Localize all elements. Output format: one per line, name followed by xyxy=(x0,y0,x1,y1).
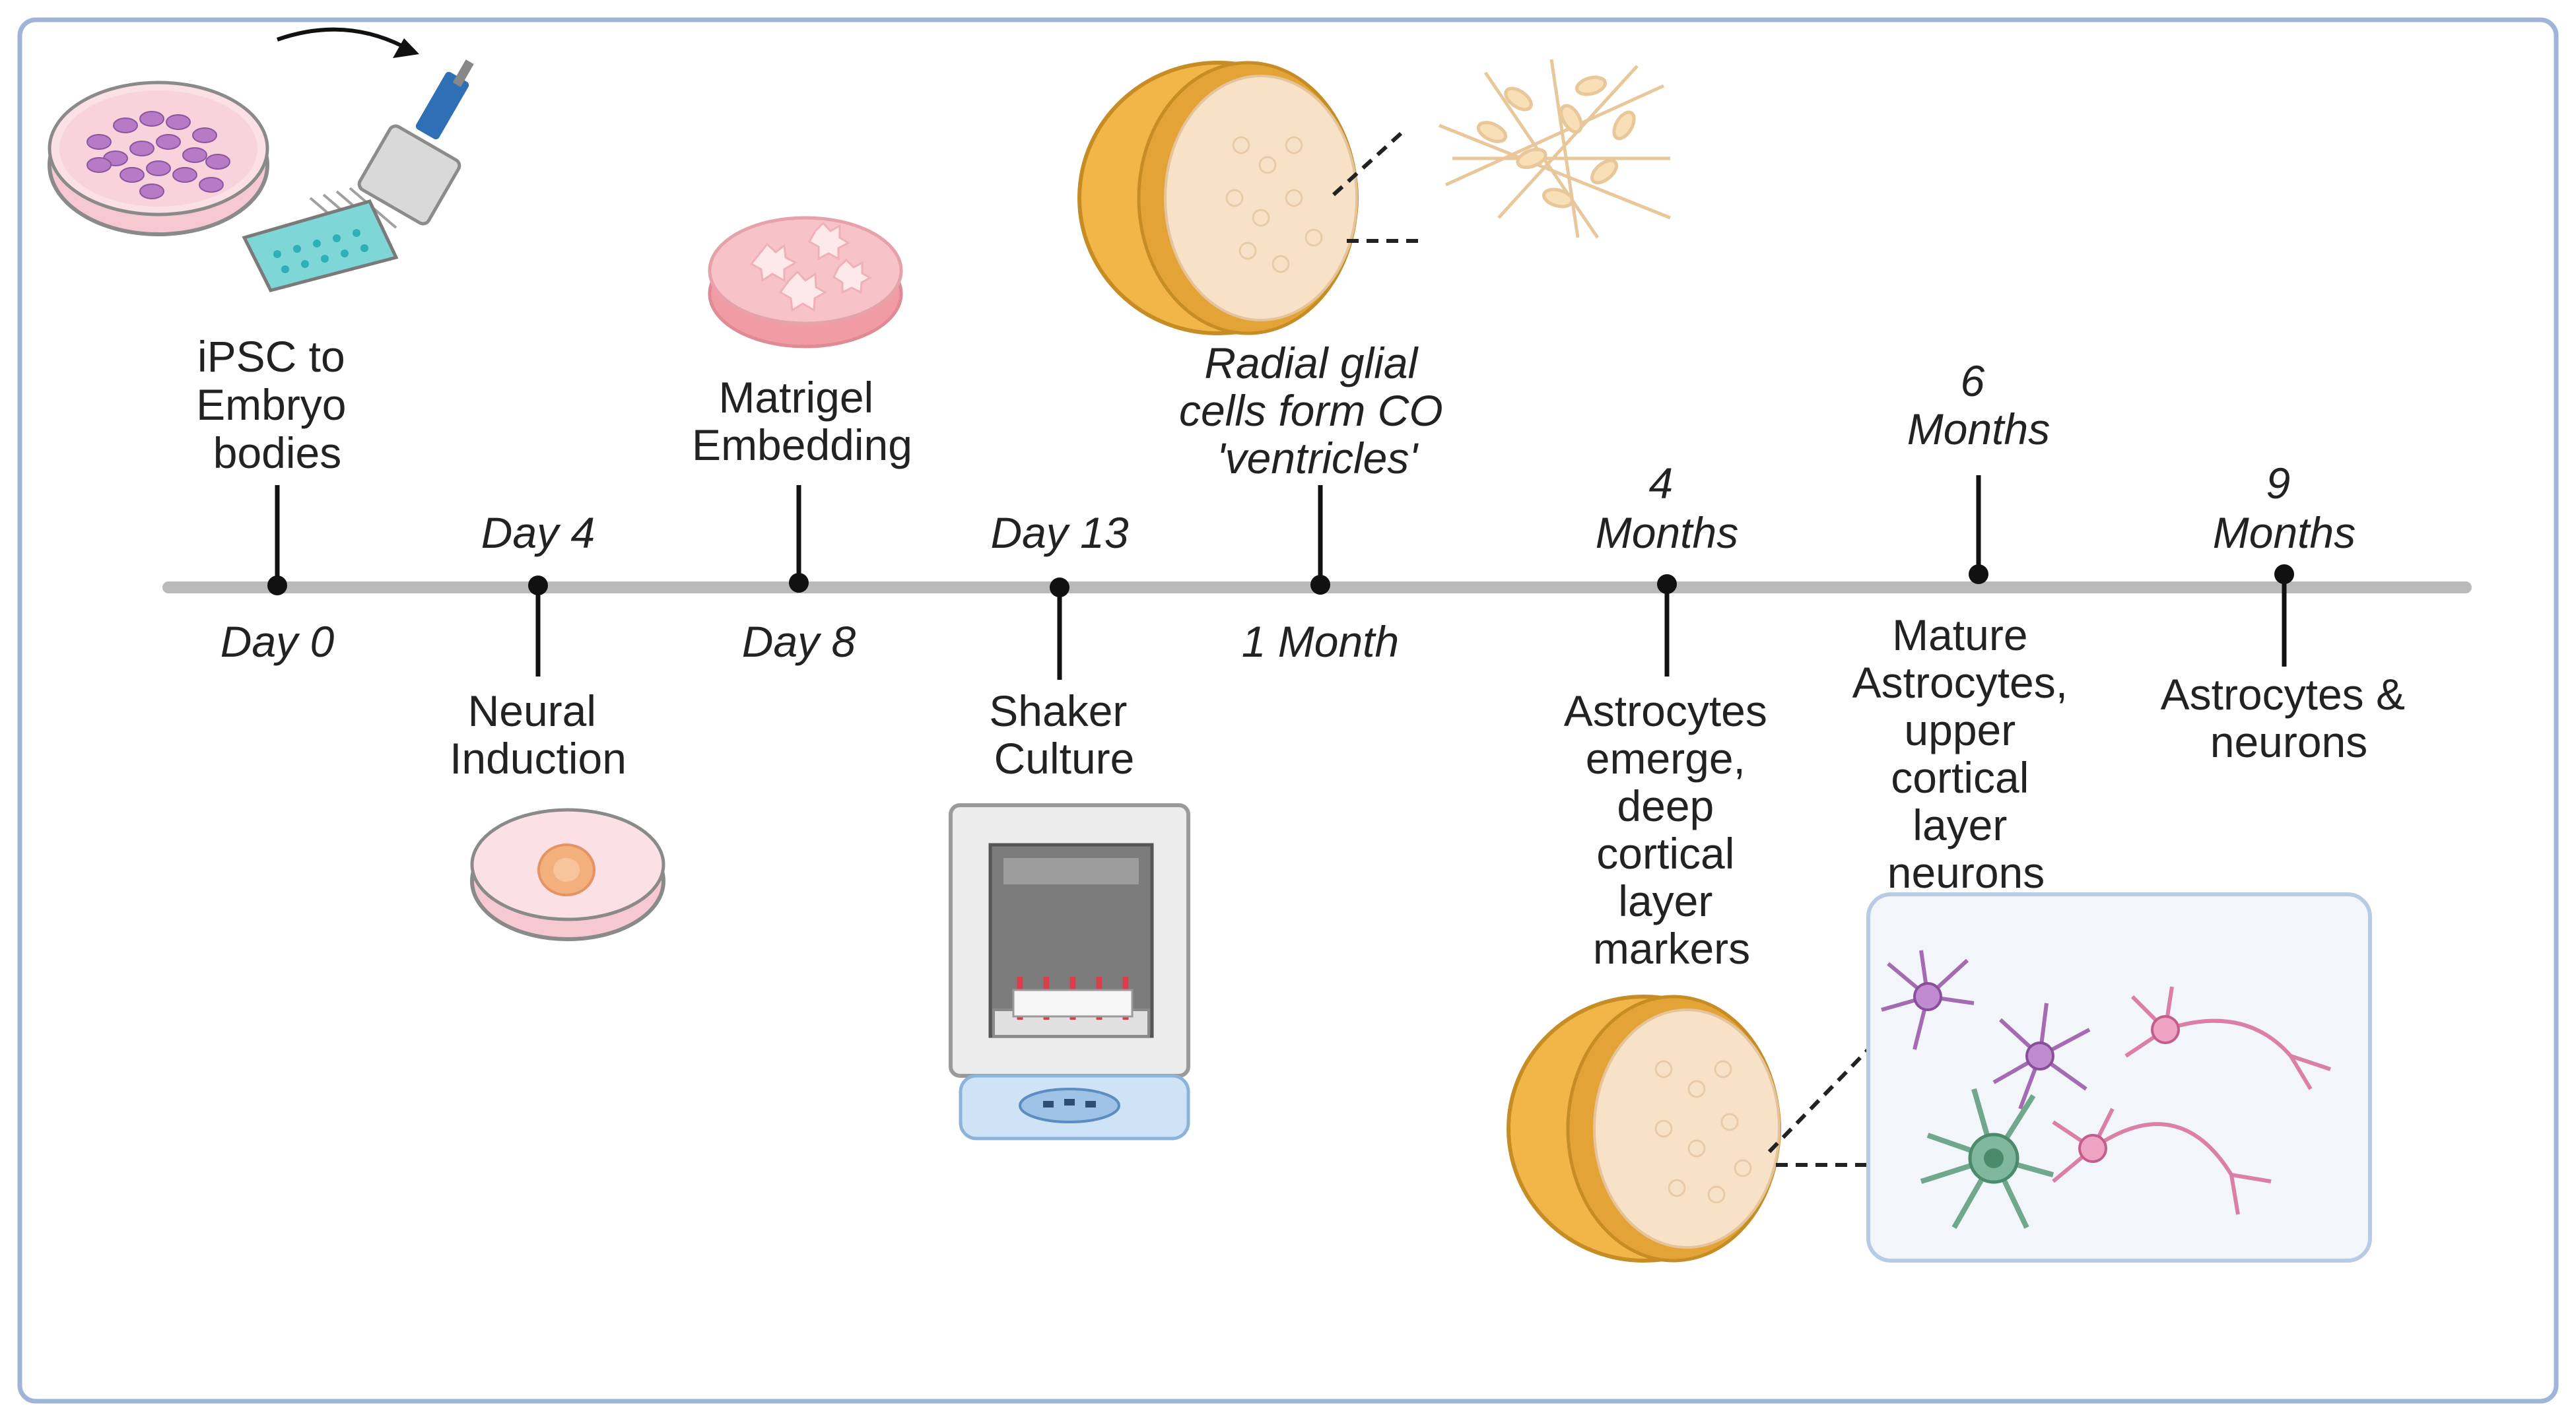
radial-glial-cells-icon xyxy=(1439,59,1671,239)
petri-dish-ipsc-icon xyxy=(48,81,269,236)
timeline-markers xyxy=(267,564,2294,597)
cerebral-organoid-2-icon xyxy=(1507,995,1870,1263)
stage-month9-label: Astrocytes & neurons xyxy=(2161,670,2418,766)
transfer-arrow-icon xyxy=(277,27,419,58)
marker-month9 xyxy=(2274,564,2294,584)
date-day4: Day 4 xyxy=(481,508,595,557)
stage-day0-label: iPSC to Embryo bodies xyxy=(196,332,358,477)
stage-day13-label: Shaker Culture xyxy=(989,686,1139,783)
marker-day0 xyxy=(267,576,287,595)
stage-day4-label: Neural Induction xyxy=(450,686,627,783)
96-well-plate-icon xyxy=(242,199,399,292)
date-day13: Day 13 xyxy=(990,508,1128,557)
marker-month4 xyxy=(1657,574,1677,594)
date-month1: 1 Month xyxy=(1242,617,1399,666)
date-month6: 6 Months xyxy=(1907,356,2050,453)
stage-month1-label: Radial glial cells form CO 'ventricles' xyxy=(1179,339,1455,482)
cerebral-organoid-1-icon xyxy=(1077,61,1419,335)
stage-day8-label: Matrigel Embedding xyxy=(692,373,912,469)
petri-dish-matrigel-icon xyxy=(708,216,903,348)
date-month9: 9 Months xyxy=(2213,459,2356,557)
date-month4: 4 Months xyxy=(1596,459,1738,557)
marker-day8 xyxy=(789,573,809,593)
marker-day13 xyxy=(1050,578,1069,597)
petri-dish-neural-induction-icon xyxy=(470,808,665,941)
date-day8: Day 8 xyxy=(742,617,856,666)
shaker-incubator-icon xyxy=(949,803,1190,1140)
marker-month6 xyxy=(1969,564,1988,584)
stage-month4-label: Astrocytes emerge, deep cortical layer m… xyxy=(1564,686,1779,973)
marker-day4 xyxy=(528,576,548,595)
timeline-stems xyxy=(275,475,2287,680)
neurons-astrocytes-panel-icon xyxy=(1866,892,2372,1263)
date-day0: Day 0 xyxy=(220,617,335,666)
stage-month6-label: Mature Astrocytes, upper cortical layer … xyxy=(1852,611,2080,897)
marker-month1 xyxy=(1310,575,1330,595)
multichannel-pipette-icon xyxy=(309,59,474,239)
